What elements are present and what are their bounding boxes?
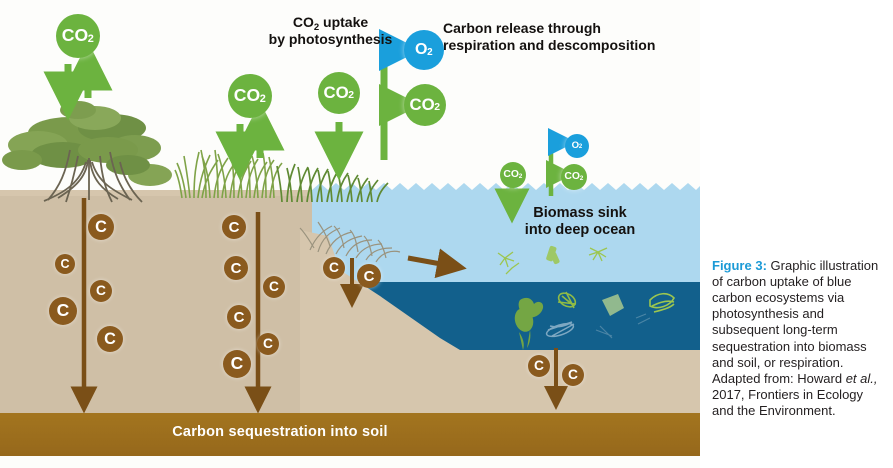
seabed-slope: [300, 230, 700, 430]
label-co2-uptake-line2: by photosynthesis: [268, 30, 393, 47]
bubble-subscript: 2: [87, 32, 94, 45]
bubble-subscript: 2: [518, 172, 523, 180]
figure-caption-text1: Graphic illustration of carbon uptake of…: [712, 258, 879, 386]
carbon-marker: C: [223, 350, 251, 378]
carbon-marker: C: [55, 254, 75, 274]
subscript-2: 2: [313, 21, 320, 33]
carbon-marker: C: [257, 333, 279, 355]
carbon-marker: C: [88, 214, 114, 240]
carbon-marker: C: [222, 215, 246, 239]
bubble-label: O: [571, 140, 580, 152]
bubble-subscript: 2: [259, 92, 266, 105]
carbon-marker: C: [224, 256, 248, 280]
figure-caption: Figure 3: Graphic illustration of carbon…: [712, 258, 884, 419]
carbon-marker: C: [90, 280, 112, 302]
carbon-marker: C: [528, 355, 550, 377]
carbon-marker: C: [562, 364, 584, 386]
bubble-label: CO: [323, 82, 349, 102]
label-biomass-sink-line2: into deep ocean: [524, 222, 636, 239]
bubble-subscript: 2: [427, 46, 433, 58]
bubble-subscript: 2: [578, 143, 583, 150]
bubble-label: CO: [503, 168, 519, 180]
label-co2-uptake-photosynthesis: CO2 uptake by photosynthesis: [263, 14, 398, 47]
bubble-label: CO: [409, 94, 435, 114]
carbon-marker: C: [323, 257, 345, 279]
label-carbon-release-line2: respiration and descomposition: [443, 36, 656, 53]
figure-caption-label: Figure 3:: [712, 258, 767, 273]
label-biomass-sink-line1: Biomass sink: [533, 205, 627, 221]
label-carbon-release: Carbon release through respiration and d…: [443, 20, 700, 53]
bubble-subscript: 2: [434, 101, 441, 113]
figure-caption-etal: et al.,: [845, 370, 878, 386]
bubble-label: CO: [61, 25, 89, 46]
label-co2-uptake-line1: CO2 uptake: [292, 14, 369, 33]
figure-caption-text2: 2017, Frontiers in Ecology and the Envir…: [712, 386, 864, 418]
bubble-subscript: 2: [579, 174, 584, 182]
label-biomass-sink: Biomass sink into deep ocean: [495, 205, 665, 239]
carbon-marker: C: [97, 326, 123, 352]
carbon-marker: C: [263, 276, 285, 298]
carbon-marker: C: [357, 264, 381, 288]
bubble-label: O: [415, 41, 428, 58]
label-carbon-release-line1: Carbon release through: [443, 20, 601, 36]
carbon-marker: C: [227, 305, 251, 329]
carbon-marker: C: [49, 297, 77, 325]
bubble-subscript: 2: [348, 89, 355, 101]
soil-sequestration-banner: [0, 413, 700, 456]
soil-banner-label: Carbon sequestration into soil: [172, 424, 388, 440]
bubble-label: CO: [564, 170, 580, 182]
bubble-label: CO: [233, 85, 261, 106]
